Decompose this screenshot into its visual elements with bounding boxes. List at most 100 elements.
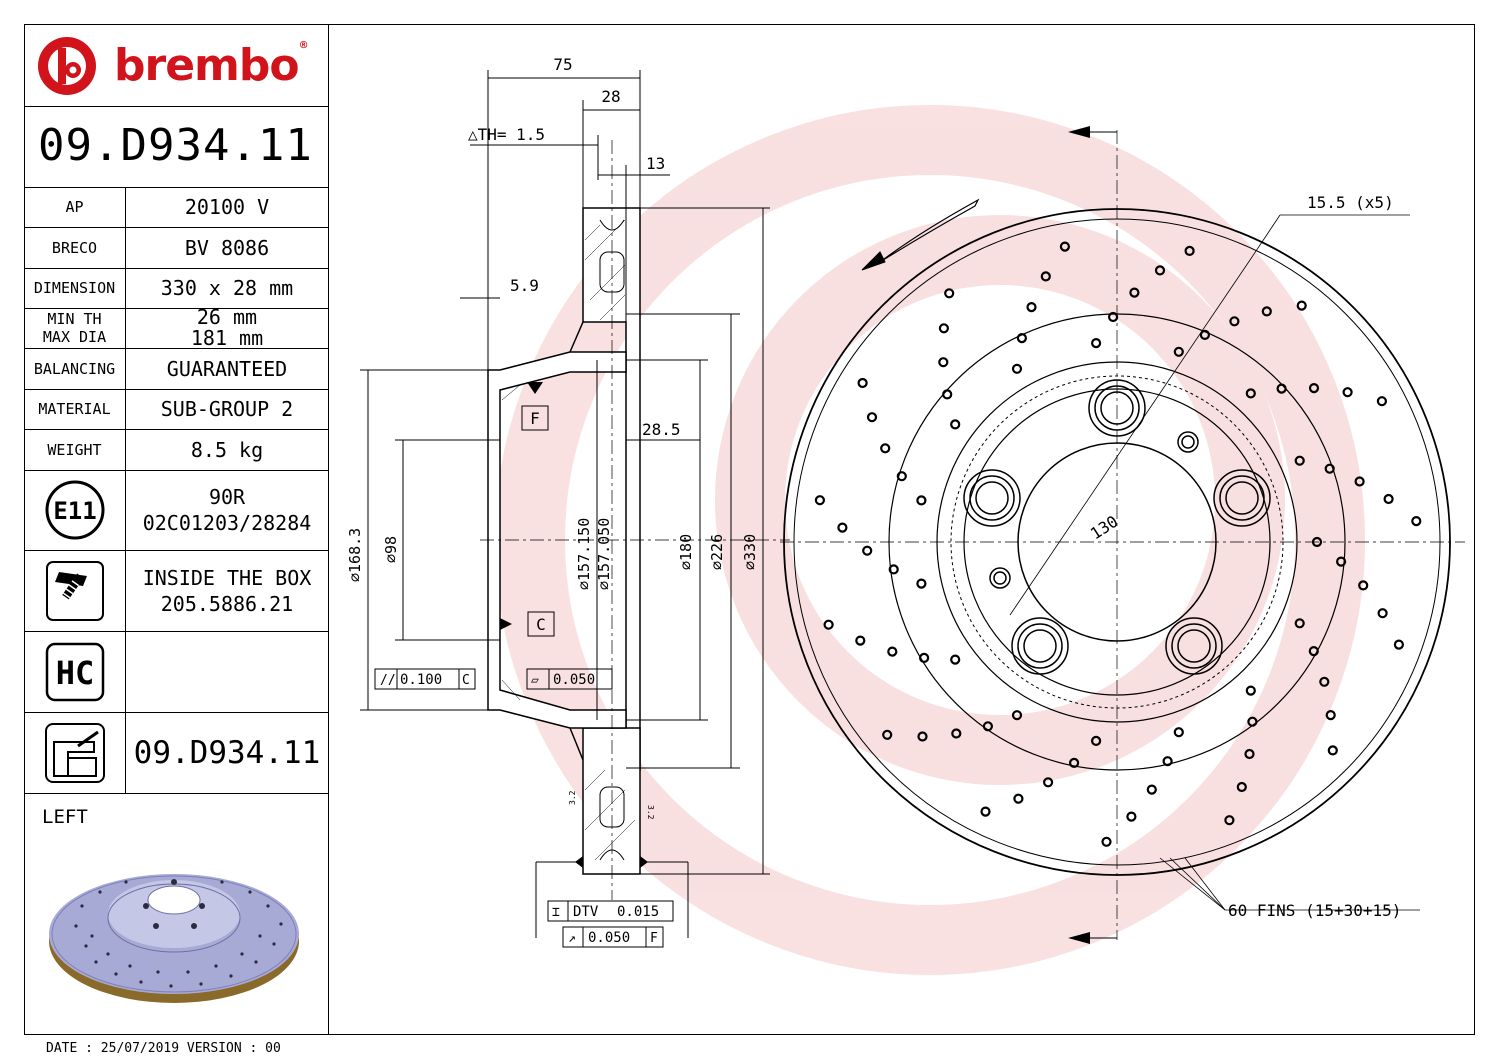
drill-hole (887, 646, 898, 657)
drill-hole (1173, 346, 1184, 357)
spec-key: BALANCING (24, 349, 126, 389)
spec-row-ap: AP 20100 V (24, 187, 328, 228)
approval-mark-cell: E11 (24, 470, 126, 550)
dim-5-9: 5.9 (510, 276, 539, 295)
svg-text://: // (380, 673, 396, 688)
drill-hole (1327, 745, 1338, 756)
svg-text:↗: ↗ (568, 931, 576, 946)
drill-hole (1162, 756, 1173, 767)
drill-hole (866, 412, 878, 423)
drill-hole (916, 495, 927, 506)
dim-dia-157-050: ⌀157.050 (595, 518, 613, 590)
dim-13: 13 (646, 154, 665, 173)
part-number-cell: 09.D934.11 (24, 106, 328, 188)
drill-hole (1090, 338, 1102, 349)
drill-hole (1101, 836, 1112, 847)
spec-row-weight: WEIGHT 8.5 kg (24, 430, 328, 471)
drill-hole (1308, 383, 1320, 394)
drill-hole (917, 731, 928, 742)
dim-dia-98: ⌀98 (382, 536, 400, 563)
parallelism-tol: 0.100 (400, 672, 442, 688)
drill-hole (950, 654, 961, 665)
spec-value: 8.5 kg (190, 437, 264, 462)
drill-hole (1184, 245, 1195, 256)
drill-hole (1411, 515, 1422, 527)
side-label: LEFT (42, 806, 88, 828)
drill-hole (1229, 316, 1240, 327)
spec-value: BV 8086 (184, 235, 270, 260)
parallelism-ref: C (462, 673, 470, 688)
disc-render-image (49, 874, 299, 1003)
svg-text:HC: HC (55, 654, 94, 692)
spec-row-balancing: BALANCING GUARANTEED (24, 349, 328, 390)
svg-text:▱: ▱ (531, 673, 539, 688)
drill-hole (1311, 536, 1323, 548)
drill-hole (1325, 709, 1336, 721)
dim-75: 75 (553, 55, 572, 74)
hc-row: HC (24, 632, 328, 713)
drill-hole (1244, 748, 1255, 760)
disc-section-icon (44, 723, 105, 783)
dim-dia-157-150: ⌀157.150 (575, 518, 593, 590)
drill-hole (880, 443, 891, 454)
drill-hole (1296, 300, 1307, 311)
drill-hole (1011, 710, 1023, 721)
drill-hole (1126, 811, 1137, 822)
drill-hole (1129, 287, 1140, 298)
drill-hole (1042, 777, 1054, 788)
drill-hole (1377, 608, 1388, 619)
drill-hole (1261, 306, 1272, 317)
datum-f: F (530, 409, 540, 428)
brand-name: brembo® (114, 40, 309, 91)
spec-value: 20100 V (184, 194, 270, 219)
drill-hole (1335, 556, 1347, 567)
spec-value: SUB-GROUP 2 (160, 396, 294, 421)
drill-hole (1294, 455, 1305, 466)
spec-row-breco: BRECO BV 8086 (24, 228, 328, 269)
drill-hole (1016, 333, 1028, 344)
spec-key: WEIGHT (24, 430, 126, 470)
brand-cell: brembo® (24, 24, 328, 107)
cross-drilled-holes (814, 241, 1422, 847)
hole-dim: 15.5 (x5) (1307, 193, 1394, 212)
drill-hole (888, 564, 899, 575)
dim-small-right: 3.2 (646, 805, 655, 820)
drill-hole (1173, 727, 1184, 738)
spec-row-material: MATERIAL SUB-GROUP 2 (24, 389, 328, 430)
dim-dia-180: ⌀180 (677, 534, 695, 570)
dim-dia-168-3: ⌀168.3 (346, 528, 364, 582)
dim-thickness-variation: △TH= 1.5 (468, 125, 545, 144)
drill-hole (814, 495, 826, 506)
drill-hole (1011, 363, 1023, 374)
drill-hole (1247, 716, 1258, 727)
drill-hole (938, 323, 950, 334)
runout-ref: F (650, 931, 658, 946)
drill-hole (1342, 387, 1353, 398)
drill-hole (1224, 815, 1235, 826)
drill-hole (1354, 476, 1365, 487)
disc-ref-row: 09.D934.11 (24, 713, 328, 794)
drill-hole (882, 729, 893, 740)
brembo-logo-icon (38, 37, 96, 95)
svg-text:⌶: ⌶ (552, 905, 560, 920)
drill-hole (916, 578, 927, 589)
e-mark-icon: E11 (45, 480, 104, 540)
drill-hole (1393, 639, 1405, 650)
drill-hole (1146, 784, 1157, 795)
front-view: 15.5 (x5) 130 60 FINS (15+30+15) (780, 126, 1465, 944)
drill-hole (944, 288, 955, 299)
spec-row-dimension: DIMENSION 330 x 28 mm (24, 268, 328, 309)
fins-note: 60 FINS (15+30+15) (1228, 901, 1401, 920)
cross-section-view: 75 28 △TH= 1.5 13 5.9 28.5 F C 0.100 C 0… (346, 55, 790, 948)
dtv-label: DTV (573, 904, 599, 920)
spec-key: MATERIAL (24, 389, 126, 429)
screw-icon (45, 561, 104, 621)
spec-key: DIMENSION (24, 268, 126, 308)
runout-tol: 0.050 (588, 930, 630, 946)
spec-key: BRECO (24, 228, 126, 268)
drill-hole (1154, 265, 1166, 276)
